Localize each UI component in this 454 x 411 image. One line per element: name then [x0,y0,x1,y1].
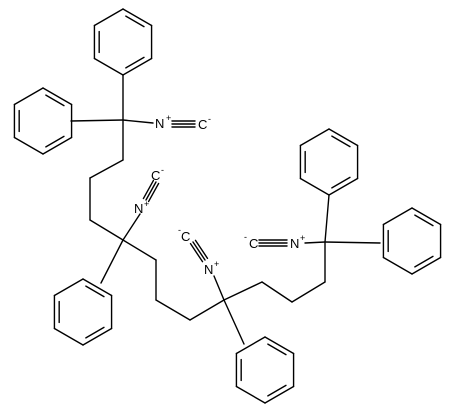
isocyanide-triple-bond [147,182,160,203]
phenyl-ring-2-edge [13,136,44,155]
phenyl-ring-5-double-bond [331,135,351,148]
phenyl-ring-2-edge [13,87,44,106]
bond-ring2-c1 [70,119,124,122]
isocyanide-c-atom: C [151,168,160,183]
isocyanide-c-atom: C [181,229,190,244]
phenyl-ring-3-double-bond [85,285,105,298]
bond-chain [261,281,293,303]
isocyanide-c-charge: - [178,225,181,235]
phenyl-ring-5-edge [299,128,330,147]
isocyanide-n-charge: + [214,259,219,269]
bond-chain [89,219,124,241]
label-layer: N+C-N+C-N+C-N+C- [134,113,305,277]
phenyl-ring-4-double-bond [267,343,287,356]
phenyl-ring-4-edge [264,336,295,355]
bond-c1-n [122,119,154,124]
bond-c4-ring6 [324,241,381,244]
isocyanide-triple-bond [142,179,155,200]
bond-c3-chain [223,281,263,301]
phenyl-ring-5-double-bond [331,176,351,189]
phenyl-ring-2-double-bond [45,135,65,148]
phenyl-ring-3-edge [53,278,84,297]
phenyl-ring-3-double-bond [85,326,105,339]
phenyl-ring-6-double-bond [414,214,434,227]
phenyl-ring-4-edge [235,336,266,355]
bond-c4-n [304,241,326,244]
phenyl-ring-6-edge [382,256,413,275]
phenyl-ring-5-edge [328,128,359,147]
isocyanide-triple-bond [145,181,157,201]
isocyanide-c-charge: - [244,232,247,242]
phenyl-ring-6-edge [382,207,413,226]
isocyanide-c-atom: C [198,117,207,132]
bond-c2-chain [122,239,157,261]
phenyl-ring-5-edge [299,177,330,196]
isocyanide-n-charge: + [144,199,149,209]
isocyanide-c-atom: C [249,236,258,251]
isocyanide-n-charge: + [166,113,171,123]
isocyanide-n-atom: N [155,116,164,131]
phenyl-ring-4-edge [235,385,266,404]
isocyanide-c-charge: - [208,114,211,124]
bond-c3-ring4 [223,299,245,345]
bond-c4-ring5 [324,194,330,243]
isocyanide-n-atom: N [290,236,299,251]
phenyl-ring-1-double-bond [125,15,145,28]
phenyl-ring-1-edge [122,57,153,76]
bond-chain [155,299,191,321]
phenyl-ring-3-edge [82,327,113,346]
isocyanide-triple-bond [189,242,204,263]
phenyl-ring-3-edge [82,278,113,297]
phenyl-ring-1-edge [122,8,153,27]
bond-c2-ring3 [100,239,124,284]
phenyl-ring-6-edge [411,256,442,275]
phenyl-ring-2-edge [42,136,73,155]
phenyl-ring-4-double-bond [267,384,287,397]
phenyl-ring-4-edge [264,385,295,404]
bond-chain [189,299,225,321]
phenyl-ring-1-edge [93,8,124,27]
phenyl-ring-1-edge [93,57,124,76]
bond-layer [13,8,442,404]
bond-chain [291,281,326,303]
phenyl-ring-6-edge [411,207,442,226]
isocyanide-triple-bond [192,241,206,261]
isocyanide-n-charge: + [300,233,305,243]
isocyanide-triple-bond [194,239,209,260]
phenyl-ring-6-double-bond [414,255,434,268]
isocyanide-n-atom: N [204,262,213,277]
phenyl-ring-3-edge [53,327,84,346]
isocyanide-c-charge: - [161,165,164,175]
phenyl-ring-5-edge [328,177,359,196]
bond-c3-n [213,275,225,301]
bond-chain [89,159,124,179]
isocyanide-n-atom: N [134,201,143,216]
phenyl-ring-2-double-bond [45,94,65,107]
phenyl-ring-2-edge [42,87,73,106]
bond-c2-n [122,213,141,241]
phenyl-ring-1-double-bond [125,56,145,69]
